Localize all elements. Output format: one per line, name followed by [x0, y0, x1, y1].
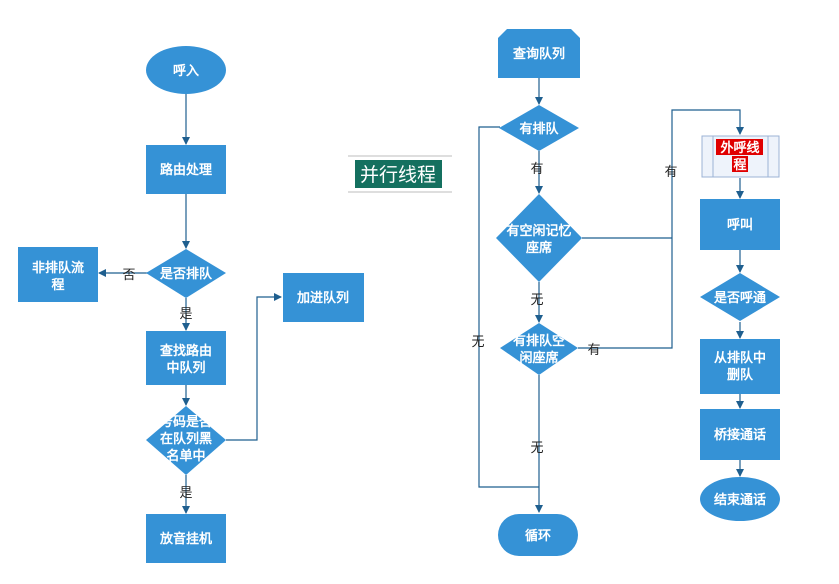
edge-label-yes-2: 是 [179, 486, 192, 501]
find-queue-label-2: 中队列 [166, 360, 205, 376]
middle-connectors [478, 78, 744, 513]
join-queue-node: 加进队列 [283, 273, 364, 322]
edge-label-none-2: 无 [471, 335, 484, 350]
call-connected-label: 是否呼通 [713, 290, 766, 306]
remove-label-1: 从排队中 [714, 350, 766, 366]
idle-seat-node: 有空闲记忆 座席 [496, 194, 582, 282]
no-queue-flow-label-1: 非排队流 [32, 260, 84, 276]
decision-queue-node: 是否排队 [146, 249, 226, 298]
blacklist-node: 号码是否 在队列黑 名单中 [146, 406, 226, 475]
call-label: 呼叫 [727, 217, 753, 233]
blacklist-label-2: 在队列黑 [160, 431, 212, 447]
edge-label-has-3: 有 [664, 165, 677, 180]
route-label: 路由处理 [160, 162, 212, 178]
find-queue-label-1: 查找路由 [159, 343, 212, 359]
decision-queue-label: 是否排队 [159, 266, 213, 282]
queue-idle-node: 有排队空 闲座席 [500, 323, 578, 375]
query-queue-label: 查询队列 [512, 46, 565, 62]
join-queue-label: 加进队列 [296, 290, 349, 306]
route-node: 路由处理 [146, 145, 226, 194]
left-connectors [98, 94, 282, 514]
edge-hasqueue-none-loop [478, 126, 539, 488]
loop-label: 循环 [525, 528, 551, 544]
parallel-thread-label: 并行线程 [360, 164, 436, 186]
query-queue-node: 查询队列 [498, 29, 580, 78]
edge-blacklist-to-join [226, 293, 282, 441]
idle-seat-label-1: 有空闲记忆 [506, 223, 571, 239]
bridge-call-node: 桥接通话 [700, 409, 780, 460]
edge-label-no: 否 [122, 268, 135, 283]
find-queue-node: 查找路由 中队列 [146, 331, 226, 385]
idle-seat-label-2: 座席 [525, 240, 552, 256]
loop-node: 循环 [498, 514, 578, 556]
queue-idle-label-1: 有排队空 [513, 333, 565, 349]
edge-label-none-1: 无 [530, 293, 543, 308]
edge-label-none-3: 无 [530, 441, 543, 456]
edge-queueidle-to-outbound [578, 109, 744, 349]
blacklist-label-3: 名单中 [166, 448, 205, 464]
call-node: 呼叫 [700, 199, 780, 250]
start-label: 呼入 [173, 63, 199, 79]
outbound-thread-node: 外呼线 程 [701, 135, 780, 178]
queue-idle-label-2: 闲座席 [519, 350, 558, 366]
remove-from-queue-node: 从排队中 删队 [700, 339, 780, 394]
end-call-label: 结束通话 [714, 492, 766, 508]
end-call-node: 结束通话 [700, 477, 780, 521]
no-queue-flow-node: 非排队流 程 [18, 247, 98, 302]
blacklist-label-1: 号码是否 [160, 415, 212, 430]
edge-label-has-2: 有 [587, 343, 600, 358]
play-music-label: 放音挂机 [159, 531, 212, 547]
call-connected-node: 是否呼通 [700, 273, 780, 321]
has-queue-node: 有排队 [499, 105, 579, 151]
outbound-label-1: 外呼线 [719, 140, 759, 156]
edge-label-has-1: 有 [530, 162, 543, 177]
play-music-node: 放音挂机 [146, 514, 226, 563]
remove-label-2: 删队 [727, 367, 754, 383]
start-node: 呼入 [146, 46, 226, 94]
parallel-thread-badge: 并行线程 [348, 155, 452, 193]
bridge-label: 桥接通话 [714, 427, 766, 443]
no-queue-flow-label-2: 程 [51, 278, 64, 293]
has-queue-label: 有排队 [519, 121, 559, 137]
outbound-label-2: 程 [733, 158, 746, 173]
edge-label-yes-1: 是 [179, 307, 192, 322]
